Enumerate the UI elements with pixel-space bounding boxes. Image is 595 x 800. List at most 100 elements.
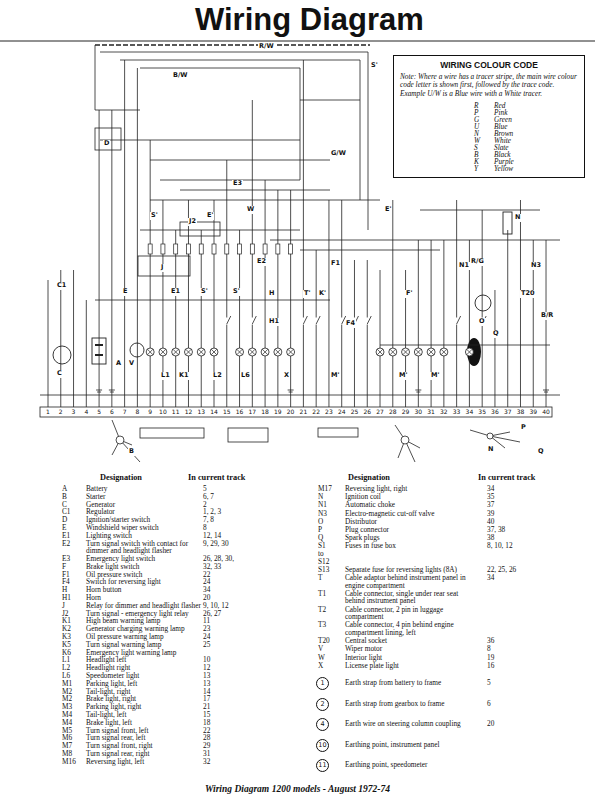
component-tag: M' — [330, 372, 340, 380]
designation-name: Cable connector, single under rear seat … — [345, 590, 475, 605]
track-number: 9, 10, 12 — [203, 602, 229, 610]
track-number: 35 — [487, 493, 494, 501]
component-tag: R/G — [470, 258, 485, 266]
designation-name: Relay for dimmer and headlight flasher — [86, 602, 201, 610]
track-number: 35 — [476, 408, 488, 416]
colour-name: Blue — [494, 123, 507, 130]
component-tag: F1 — [330, 260, 341, 268]
designation-name: Separate fuse for reversing lights (8A) — [345, 566, 475, 574]
designation-name: Earth wire on steering column coupling — [345, 720, 475, 728]
colour-letter: B — [474, 151, 478, 158]
designation-code: X — [318, 662, 331, 670]
switch-connector-outline — [228, 428, 268, 442]
track-number: 9, 29, 30 — [203, 540, 229, 548]
designation-name: Turn signal warning lamp — [86, 641, 201, 649]
track-number: 26 — [361, 408, 373, 416]
track-number: 24 — [203, 578, 210, 586]
wire — [40, 395, 560, 396]
lamp-symbol — [389, 348, 397, 356]
wire — [277, 190, 278, 407]
switch-terminal — [401, 436, 409, 444]
track-number: 16 — [234, 408, 246, 416]
track-number: 32, 33 — [203, 563, 221, 571]
component-tag: E — [122, 288, 128, 296]
designation-name: Cable connector, 4 pin behind engine com… — [345, 621, 475, 636]
column-header: In current track — [478, 473, 535, 482]
track-number: 22, 25, 26 — [487, 566, 516, 574]
component-tag: S' — [200, 288, 209, 296]
colour-letter: K — [474, 158, 479, 165]
designation-code: F1 — [62, 571, 70, 579]
component-tag: N3 — [530, 262, 542, 270]
track-number: 8 — [487, 645, 491, 653]
wire — [418, 240, 419, 407]
component-tag: M' — [430, 372, 440, 380]
track-number: 4 — [80, 408, 92, 416]
designation-name: Earthing point, speedometer — [345, 761, 475, 769]
component-tag: Q — [492, 330, 500, 338]
track-number: 38 — [514, 408, 526, 416]
track-number: 22 — [310, 408, 322, 416]
starter-terminal — [116, 436, 124, 444]
colour-letter: N — [474, 130, 479, 137]
track-number: 12 — [203, 664, 210, 672]
wire — [48, 280, 49, 407]
lamp-symbol — [274, 348, 282, 356]
designation-name: Horn — [86, 594, 201, 602]
relay-symbol — [138, 256, 190, 276]
track-number: 15 — [221, 408, 233, 416]
lamp-filament — [428, 349, 434, 355]
colour-name: Slate — [494, 144, 509, 151]
lamp-filament — [262, 349, 268, 355]
designation-code: W — [318, 654, 331, 662]
wire — [95, 45, 96, 110]
designation-name: Brake light, left — [86, 719, 201, 727]
switch-blade — [227, 316, 231, 324]
colour-name: Pink — [494, 109, 507, 116]
fuse-symbol — [148, 244, 152, 254]
wire — [270, 240, 560, 241]
lamp-symbol — [146, 348, 154, 356]
component-tag: G/W — [330, 150, 347, 158]
fuse-symbol — [199, 244, 203, 254]
track-number: 24 — [203, 633, 210, 641]
fuse-symbol — [276, 244, 280, 254]
designation-name: Brake light, right — [86, 695, 201, 703]
wire — [100, 140, 300, 141]
track-number: 14 — [203, 688, 210, 696]
designation-name: Brake light switch — [86, 563, 201, 571]
wire — [367, 260, 368, 407]
wire — [226, 160, 227, 407]
component-tag: P — [520, 424, 527, 432]
designation-name: Emergency light warning lamp — [86, 649, 201, 657]
wire — [140, 230, 300, 231]
fuse-symbol — [250, 244, 254, 254]
switch-blade — [303, 316, 307, 324]
fuse-symbol — [225, 244, 229, 254]
designation-code: S1 to S12 — [318, 542, 331, 565]
component-tag: B/R — [540, 312, 554, 320]
designation-code: C1 — [62, 508, 71, 516]
designation-name: Plug connector — [345, 526, 475, 534]
designation-code: E1 — [62, 532, 70, 540]
track-number: 28 — [203, 734, 210, 742]
wire — [137, 68, 138, 407]
track-number: 5 — [487, 679, 491, 687]
designation-code: E — [62, 524, 66, 532]
track-number: 8 — [131, 408, 143, 416]
designation-code: F4 — [62, 578, 70, 586]
track-number: 10 — [203, 656, 210, 664]
designation-name: Interior light — [345, 654, 475, 662]
component-tag: N1 — [458, 262, 470, 270]
track-number: 26, 27 — [203, 610, 221, 618]
designation-code: L1 — [62, 656, 70, 664]
track-number: 18 — [259, 408, 271, 416]
legend-box: WIRING COLOUR CODENote: Where a wire has… — [393, 55, 585, 178]
earth-symbol — [96, 390, 102, 392]
designation-name: Turn signal front, left — [86, 727, 201, 735]
designation-name: Reversing light, right — [345, 485, 475, 493]
designation-code: H1 — [62, 594, 71, 602]
lamp-symbol — [172, 348, 180, 356]
wire — [431, 240, 432, 407]
track-number: 21 — [297, 408, 309, 416]
